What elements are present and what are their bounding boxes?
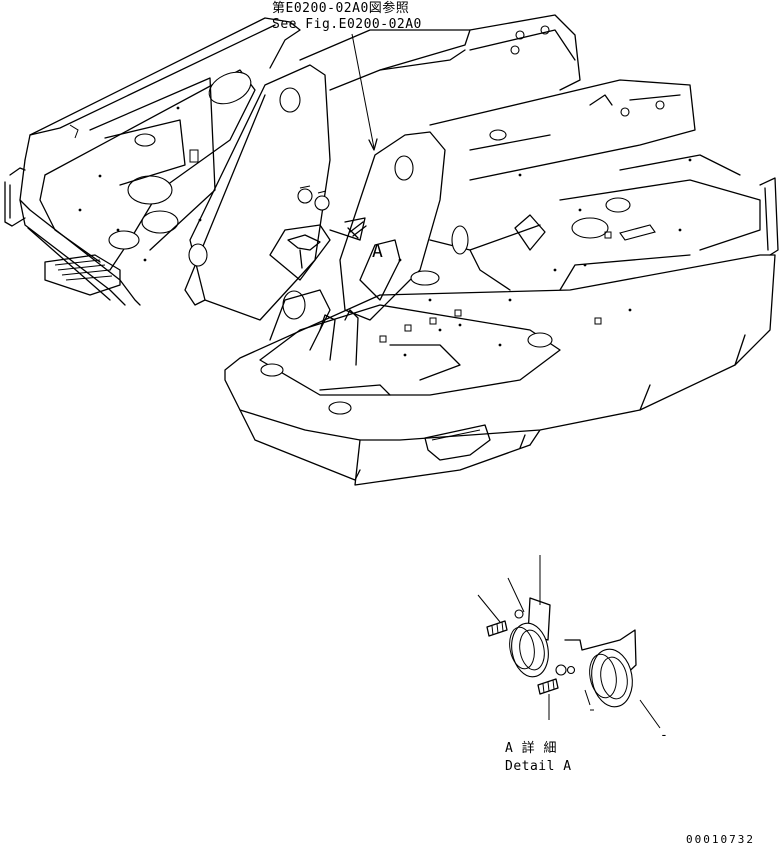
- left-frame-section: [4, 17, 301, 306]
- reference-leader-line: [351, 33, 375, 149]
- horn-in-main-view: [287, 185, 367, 269]
- callout-mark: -: [660, 728, 669, 743]
- boom-bracket-left: [184, 64, 331, 351]
- rear-handle: [424, 424, 491, 461]
- rear-frame-section: [224, 14, 779, 486]
- horn-lower: [564, 629, 637, 681]
- horn-upper: [527, 597, 551, 641]
- reference-note-jp: 第E0200-02A0図参照: [272, 1, 410, 16]
- view-marker-label: A: [372, 241, 384, 262]
- detail-caption-en: Detail A: [505, 759, 572, 774]
- reference-leader-arrow: [368, 138, 378, 151]
- drawing-number: 00010732: [686, 833, 755, 846]
- detail-caption-jp: A 詳 細: [505, 741, 557, 756]
- boom-bracket-right: [329, 131, 446, 321]
- detail-a-drawing: [477, 555, 661, 729]
- view-arrow: [344, 217, 366, 241]
